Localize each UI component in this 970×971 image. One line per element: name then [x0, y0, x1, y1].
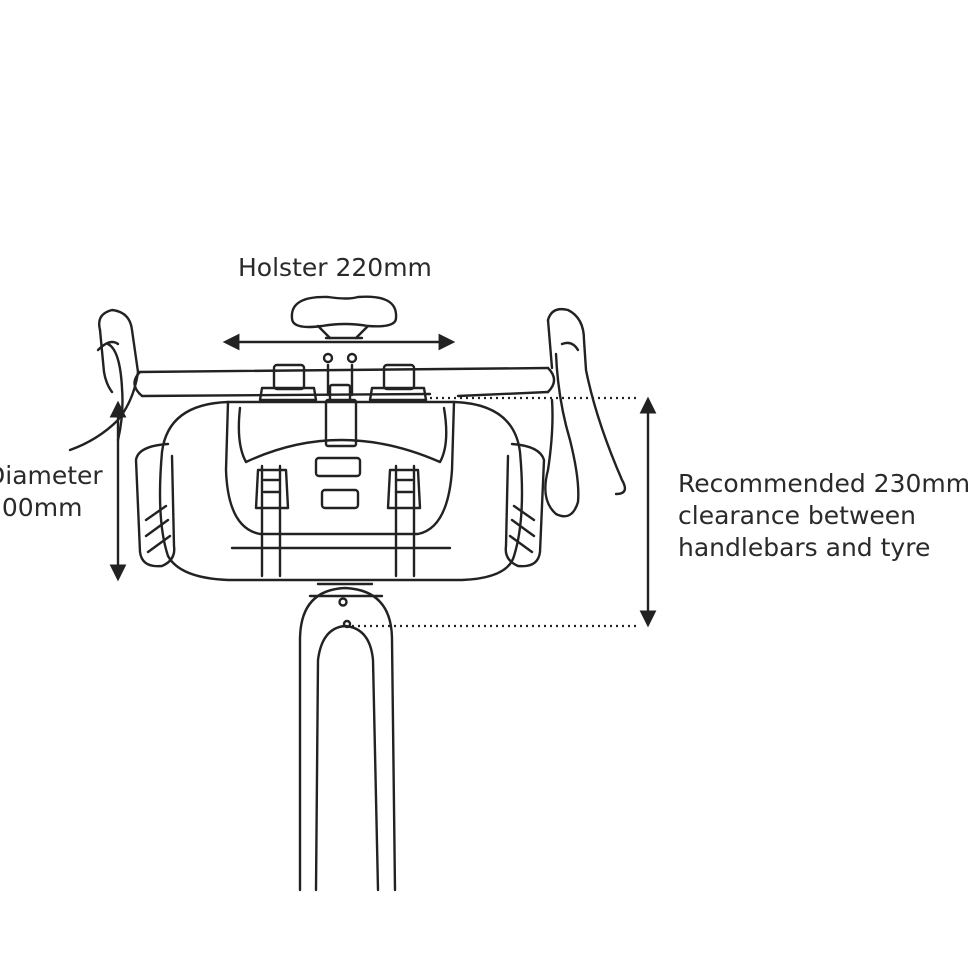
clearance-label-line-3: handlebars and tyre [678, 533, 931, 562]
clearance-arrow [352, 396, 657, 628]
diameter-label-line-2: 200mm [0, 493, 83, 522]
clearance-label-line-2: clearance between [678, 501, 917, 530]
diameter-label-line-1: Diameter [0, 461, 103, 490]
bag-mounts [258, 363, 428, 402]
holster-width-label: Holster 220mm [238, 253, 432, 282]
handlebar [68, 307, 627, 518]
holster-bag [134, 398, 546, 582]
clearance-label-line-1: Recommended 230mm [678, 469, 970, 498]
clearance-label: Recommended 230mm clearance between hand… [678, 468, 970, 564]
saddle [290, 295, 398, 340]
diameter-label: Diameter 200mm [0, 460, 103, 524]
head-tube [298, 582, 397, 892]
